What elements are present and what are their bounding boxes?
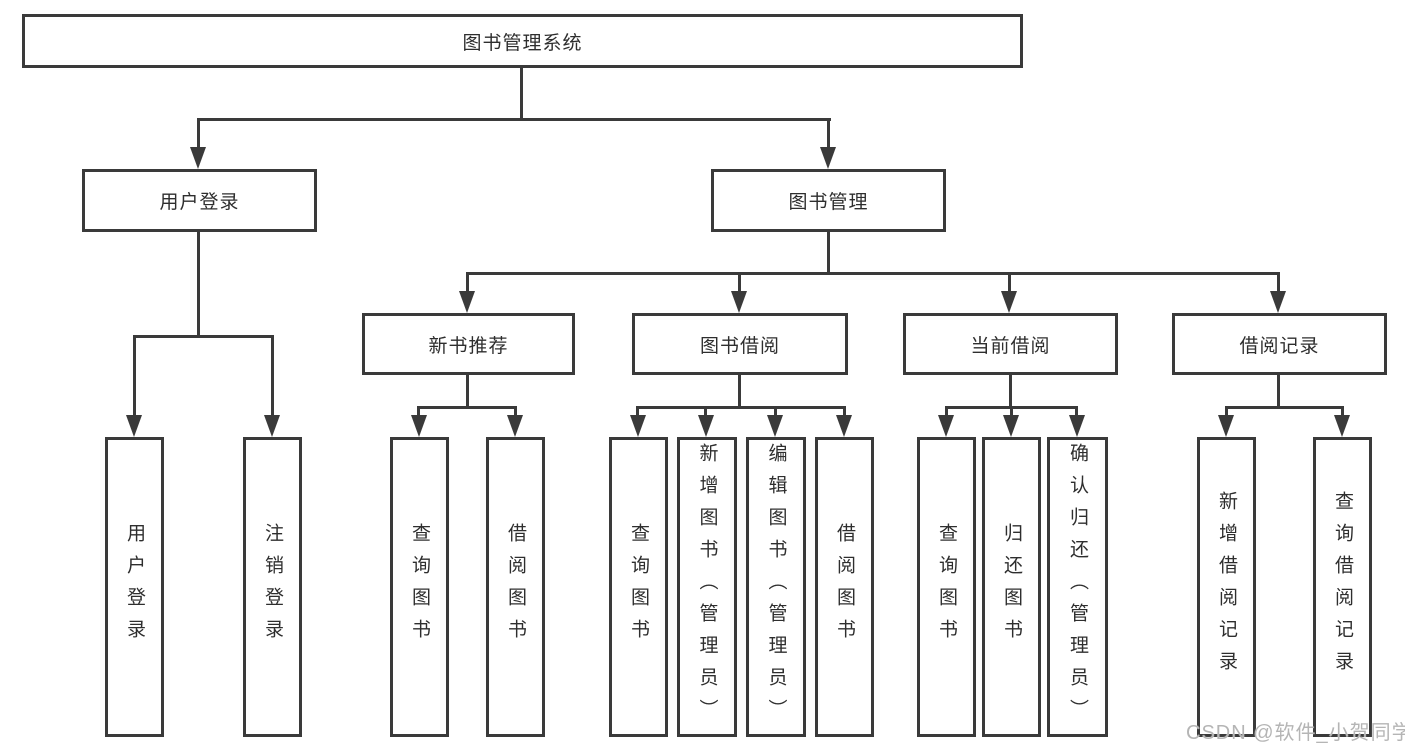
connector-new-book-bus <box>417 406 517 409</box>
arrow-down-icon <box>264 415 280 437</box>
arrow-down-icon <box>630 415 646 437</box>
connector-drop-current-borrow <box>1008 272 1011 294</box>
connector-user-login-stem <box>197 232 200 335</box>
arrow-down-icon <box>1001 291 1017 313</box>
connector-current-borrow-stem <box>1009 375 1012 406</box>
connector-drop-new-book-recommend <box>466 272 469 294</box>
arrow-down-icon <box>698 415 714 437</box>
connector-drop <box>774 406 777 418</box>
arrow-down-icon <box>731 291 747 313</box>
connector-drop-leaf-user-login <box>133 335 136 419</box>
node-label: 新增图书（管理员） <box>696 443 718 731</box>
node-label: 图书管理 <box>788 192 869 213</box>
connector-drop <box>704 406 707 418</box>
connector-root-stem <box>520 68 523 118</box>
connector-drop <box>1225 406 1228 418</box>
connector-book-borrow-stem <box>738 375 741 406</box>
node-label: 用户登录 <box>124 523 145 651</box>
connector-drop <box>1075 406 1078 418</box>
connector-drop-borrow-record <box>1277 272 1280 294</box>
node-library-management-system: 图书管理系统 <box>22 14 1023 68</box>
node-label: 图书借阅 <box>699 335 780 357</box>
node-label: 确认归还（管理员） <box>1067 443 1088 731</box>
node-book-management: 图书管理 <box>711 169 946 232</box>
arrow-down-icon <box>1334 415 1350 437</box>
connector-drop-user-login <box>197 118 200 150</box>
connector-drop <box>636 406 639 418</box>
node-current-borrow: 当前借阅 <box>903 313 1118 375</box>
connector-drop <box>417 406 420 418</box>
arrow-down-icon <box>507 415 523 437</box>
arrow-down-icon <box>836 415 852 437</box>
node-leaf-add-book-admin: 新增图书（管理员） <box>677 437 737 737</box>
connector-drop <box>514 406 517 418</box>
connector-book-management-stem <box>827 232 830 272</box>
node-label: 当前借阅 <box>970 335 1051 357</box>
arrow-down-icon <box>938 415 954 437</box>
node-label: 用户登录 <box>159 192 240 213</box>
node-label: 新增借阅记录 <box>1216 491 1237 683</box>
node-leaf-return-book: 归还图书 <box>982 437 1041 737</box>
connector-drop <box>1010 406 1013 418</box>
connector-drop <box>945 406 948 418</box>
node-leaf-add-borrow-record: 新增借阅记录 <box>1197 437 1256 737</box>
node-label: 查询图书 <box>936 523 957 651</box>
node-label: 新书推荐 <box>428 335 509 357</box>
connector-drop-book-borrow <box>738 272 741 294</box>
node-label: 编辑图书（管理员） <box>765 443 787 731</box>
node-label: 借阅记录 <box>1239 335 1320 357</box>
node-leaf-confirm-return-admin: 确认归还（管理员） <box>1047 437 1108 737</box>
arrow-down-icon <box>1270 291 1286 313</box>
node-label: 图书管理系统 <box>462 32 583 54</box>
connector-drop <box>1341 406 1344 418</box>
node-label: 归还图书 <box>1001 523 1022 651</box>
node-leaf-user-login: 用户登录 <box>105 437 164 737</box>
connector-drop-leaf-logout <box>271 335 274 419</box>
connector-borrow-record-bus <box>1225 406 1344 409</box>
node-leaf-logout: 注销登录 <box>243 437 302 737</box>
connector-drop <box>843 406 846 418</box>
node-leaf-query-borrow-record: 查询借阅记录 <box>1313 437 1372 737</box>
node-book-borrow: 图书借阅 <box>632 313 848 375</box>
connector-borrow-record-stem <box>1277 375 1280 406</box>
connector-book-borrow-bus <box>636 406 846 409</box>
node-leaf-query-book-borrow: 查询图书 <box>609 437 668 737</box>
node-label: 借阅图书 <box>505 523 526 651</box>
node-label: 查询图书 <box>628 523 649 651</box>
node-label: 注销登录 <box>262 523 283 651</box>
node-label: 借阅图书 <box>834 523 855 651</box>
node-leaf-query-book-recommend: 查询图书 <box>390 437 449 737</box>
arrow-down-icon <box>1218 415 1234 437</box>
node-leaf-borrow-book-recommend: 借阅图书 <box>486 437 545 737</box>
node-label: 查询图书 <box>409 523 430 651</box>
arrow-down-icon <box>126 415 142 437</box>
arrow-down-icon <box>820 147 836 169</box>
node-label: 查询借阅记录 <box>1332 491 1353 683</box>
arrow-down-icon <box>1003 415 1019 437</box>
arrow-down-icon <box>190 147 206 169</box>
node-new-book-recommend: 新书推荐 <box>362 313 575 375</box>
arrow-down-icon <box>1069 415 1085 437</box>
arrow-down-icon <box>767 415 783 437</box>
node-leaf-borrow-book: 借阅图书 <box>815 437 874 737</box>
node-leaf-query-book-current: 查询图书 <box>917 437 976 737</box>
node-leaf-edit-book-admin: 编辑图书（管理员） <box>746 437 806 737</box>
connector-level1-bus <box>197 118 831 121</box>
csdn-watermark: CSDN @软件_小贺同学 <box>1186 722 1405 744</box>
connector-user-login-bus <box>133 335 274 338</box>
connector-drop-book-management <box>827 118 830 150</box>
connector-level2-bus <box>466 272 1279 275</box>
arrow-down-icon <box>459 291 475 313</box>
node-user-login: 用户登录 <box>82 169 317 232</box>
node-borrow-record: 借阅记录 <box>1172 313 1387 375</box>
arrow-down-icon <box>411 415 427 437</box>
connector-new-book-stem <box>466 375 469 406</box>
